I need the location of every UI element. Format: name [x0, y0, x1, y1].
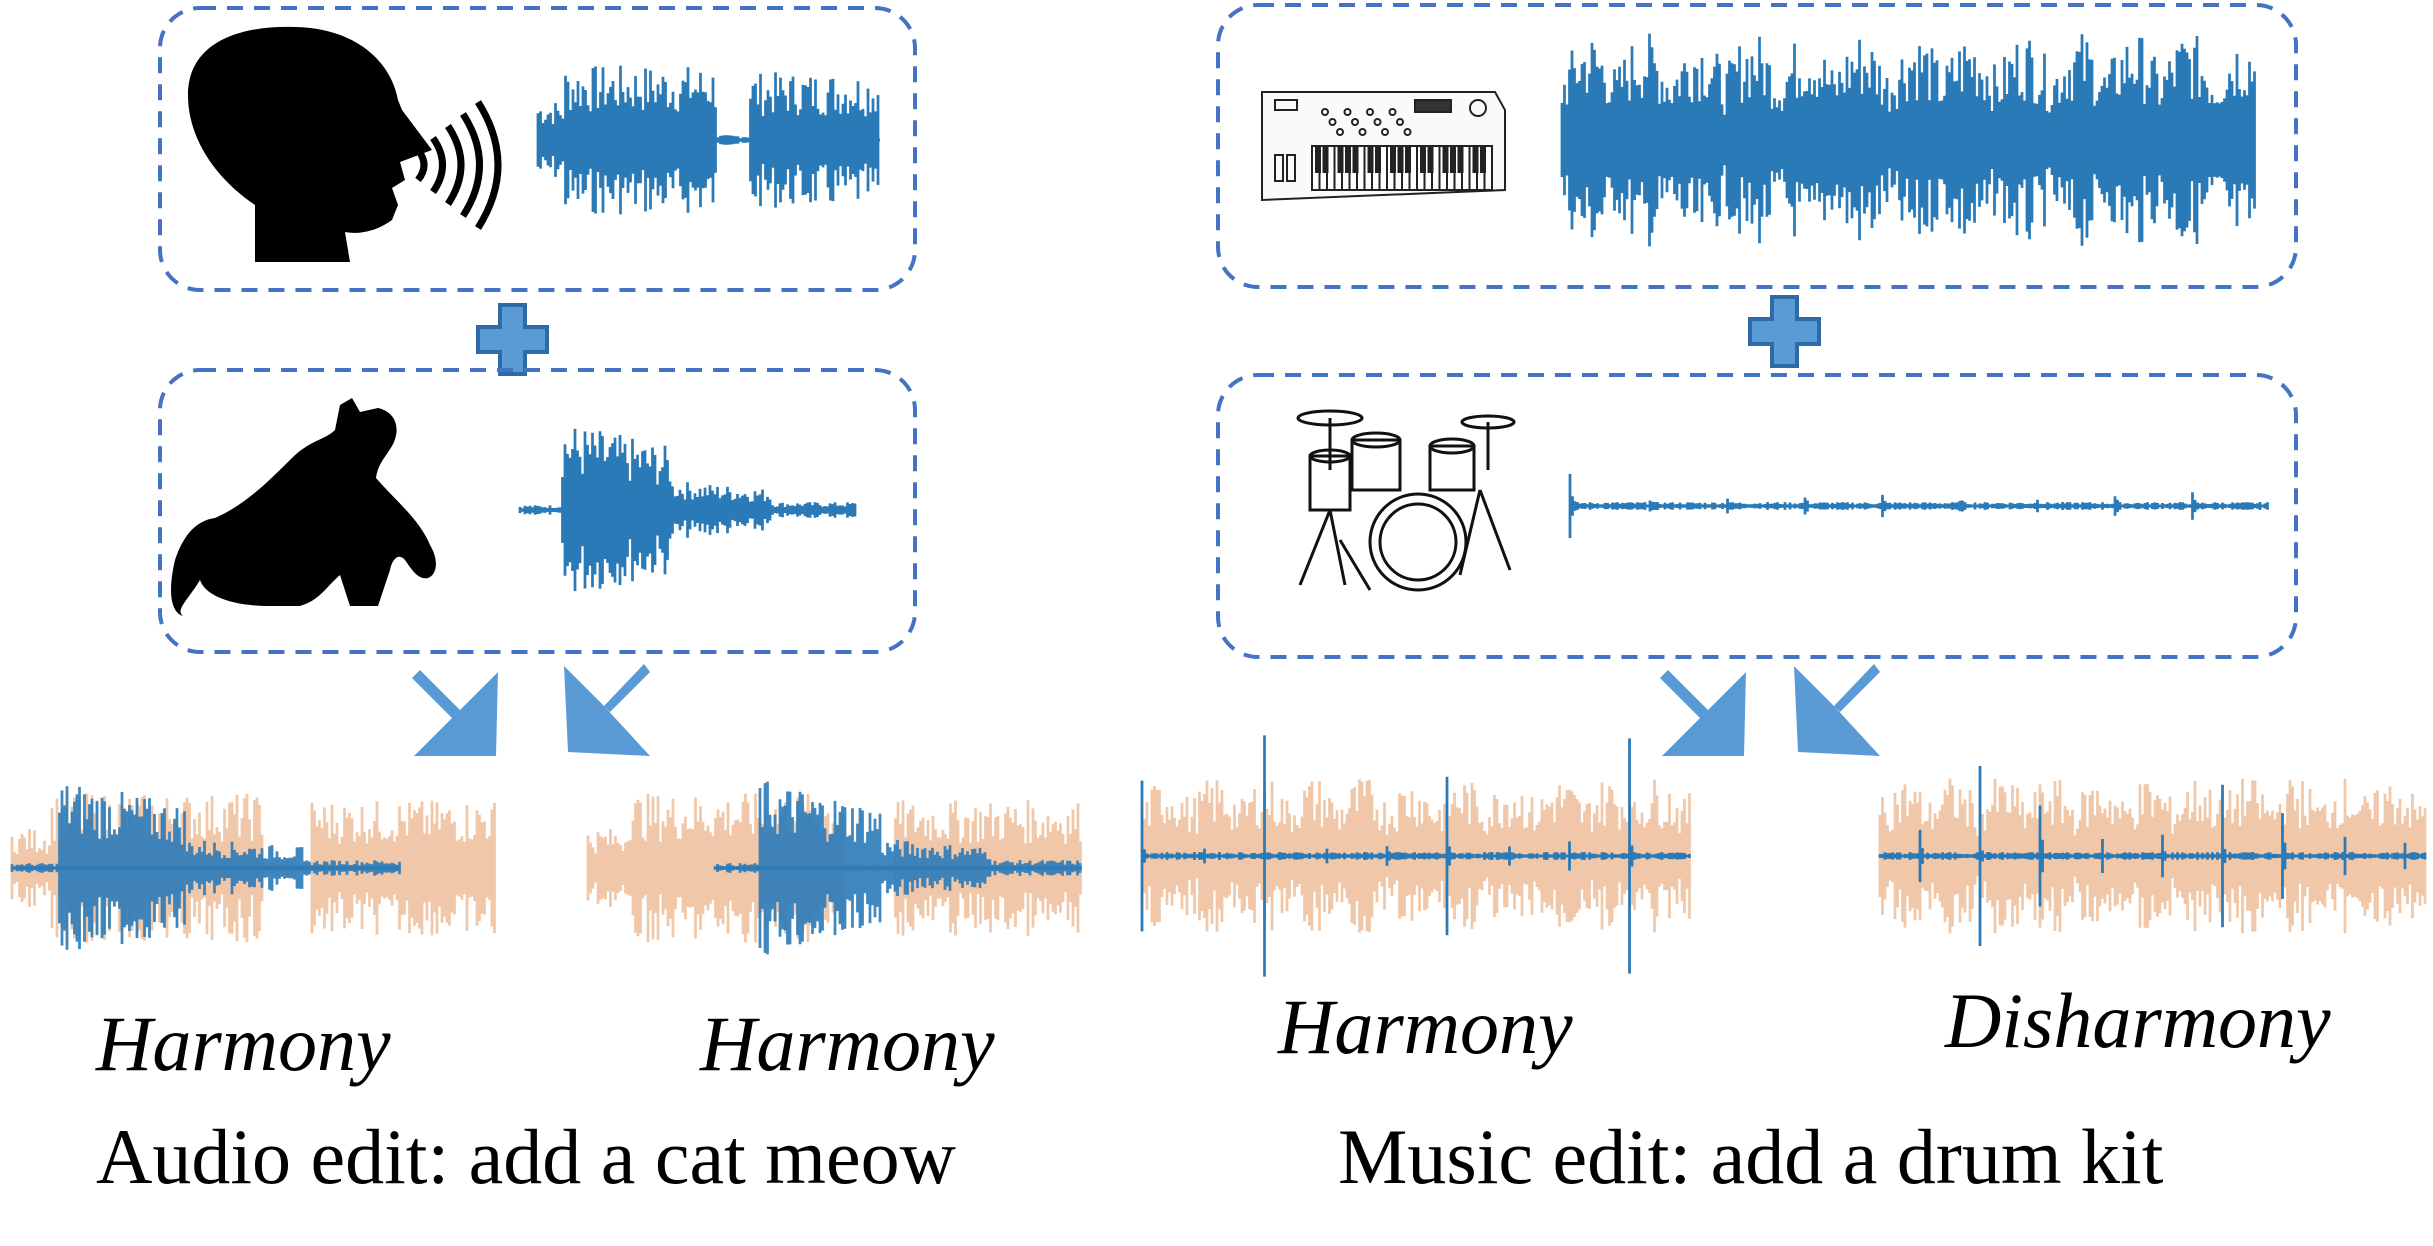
result-waveform-1	[10, 786, 496, 950]
speech-source-box	[158, 6, 917, 292]
synthesizer-keyboard-icon	[1261, 91, 1506, 202]
drum-kit-icon	[1296, 409, 1516, 592]
result-label-1: Harmony	[96, 1000, 391, 1087]
result-label-4: Disharmony	[1945, 977, 2331, 1064]
speech-waveform	[536, 65, 880, 215]
result-waveform-4	[1878, 766, 2427, 946]
music-source-box	[1216, 3, 2298, 289]
music-waveform	[1560, 33, 2256, 247]
result-waveform-3	[1140, 735, 1691, 977]
cat-icon	[171, 398, 436, 616]
arrow-down-right-icon	[564, 664, 650, 756]
arrow-down-left-icon-right	[1660, 670, 1746, 756]
cat-meow-waveform	[518, 428, 857, 592]
right-caption: Music edit: add a drum kit	[1338, 1113, 2164, 1200]
drum-add-box	[1216, 373, 2298, 659]
left-caption: Audio edit: add a cat meow	[96, 1113, 956, 1200]
drum-waveform	[1568, 473, 2269, 539]
speaking-head-icon	[188, 26, 502, 262]
result-label-3: Harmony	[1278, 983, 1573, 1070]
result-waveform-2	[586, 781, 1082, 955]
plus-icon-right	[1748, 295, 1821, 368]
arrow-down-right-icon-right	[1794, 664, 1880, 756]
cat-add-box	[158, 368, 917, 654]
plus-icon	[476, 303, 549, 376]
result-label-2: Harmony	[700, 1000, 995, 1087]
arrow-down-left-icon	[412, 670, 498, 756]
